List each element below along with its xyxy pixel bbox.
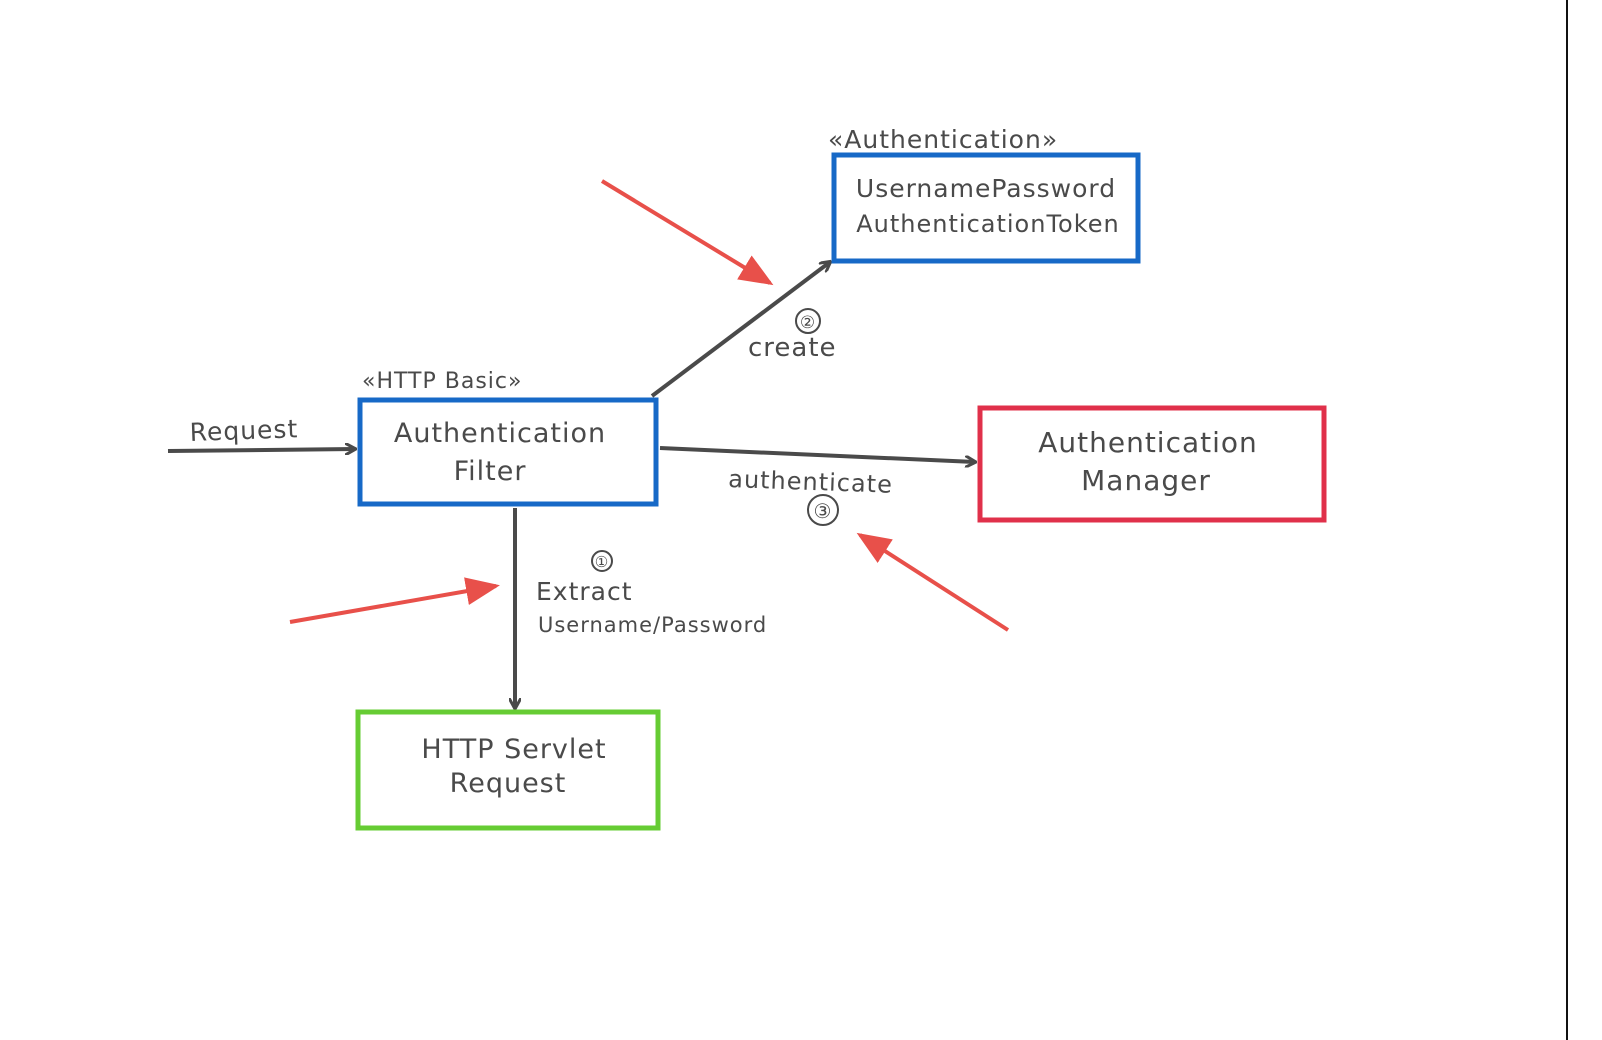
- step-2-label: ②: [800, 313, 816, 333]
- authentication-filter-line1: Authentication: [394, 418, 606, 449]
- token-line1: UsernamePassword: [856, 174, 1116, 203]
- create-arrow: [650, 262, 830, 398]
- authenticate-label: authenticate: [728, 465, 894, 499]
- authentication-stereotype: «Authentication»: [828, 125, 1058, 154]
- http-servlet-request-line2: Request: [450, 768, 567, 799]
- step-2-circle: [795, 308, 821, 334]
- username-password-label: Username/Password: [538, 613, 767, 637]
- authentication-manager-line2: Manager: [1081, 464, 1211, 497]
- highlight-arrow-authenticate: [856, 532, 1010, 632]
- authentication-manager-box: [977, 405, 1327, 523]
- step-1-circle: [591, 550, 613, 572]
- token-node: «Authentication» UsernamePassword Authen…: [828, 125, 1141, 264]
- authentication-filter-box: [357, 397, 659, 507]
- http-servlet-request-line1: HTTP Servlet: [421, 734, 606, 765]
- authentication-manager-line1: Authentication: [1038, 426, 1258, 459]
- http-servlet-request-box: [355, 709, 661, 831]
- authenticate-edge: authenticate ③: [659, 446, 975, 526]
- highlight-arrows: [289, 179, 1010, 632]
- authentication-filter-node: «HTTP Basic» Authentication Filter: [357, 369, 659, 507]
- step-3-label: ③: [814, 499, 833, 523]
- request-label: Request: [189, 414, 299, 447]
- right-border-line: [1566, 0, 1568, 1040]
- request-arrow: [167, 449, 355, 451]
- highlight-arrow-extract: [289, 577, 500, 624]
- step-1-label: ①: [595, 553, 609, 571]
- authenticate-arrow: [659, 446, 975, 462]
- request-edge: Request: [167, 414, 355, 451]
- extract-label: Extract: [536, 577, 633, 606]
- authentication-manager-node: Authentication Manager: [977, 405, 1327, 523]
- step-3-circle: [807, 494, 839, 526]
- create-edge: ② create: [650, 262, 837, 398]
- extract-edge: ① Extract Username/Password: [515, 508, 767, 708]
- create-label: create: [748, 333, 837, 363]
- http-basic-stereotype: «HTTP Basic»: [362, 369, 522, 394]
- http-servlet-request-node: HTTP Servlet Request: [355, 709, 661, 831]
- token-line2: AuthenticationToken: [856, 210, 1119, 238]
- token-box: [831, 152, 1141, 264]
- authentication-filter-line2: Filter: [454, 456, 527, 487]
- highlight-arrow-create: [600, 179, 774, 286]
